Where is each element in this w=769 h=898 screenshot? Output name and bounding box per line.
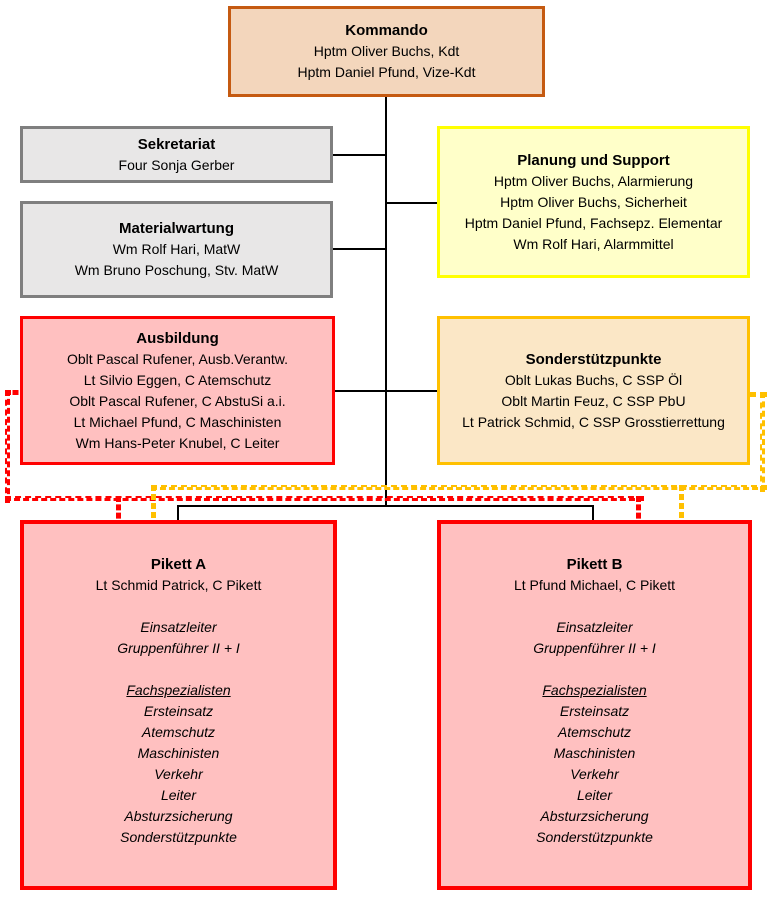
kommando-member: Hptm Daniel Pfund, Vize-Kdt (297, 64, 476, 80)
planung-member: Wm Rolf Hari, Alarmmittel (513, 235, 674, 252)
sonderstuetzpunkte-box: Sonderstützpunkte Oblt Lukas Buchs, C SS… (437, 316, 750, 465)
pikett-b-specialist: Verkehr (570, 766, 619, 782)
pikett-a-specialist: Maschinisten (137, 745, 220, 761)
pikett-a-box: Pikett A Lt Schmid Patrick, C Pikett Ein… (20, 520, 337, 890)
pikett-a-specialist: Verkehr (154, 766, 203, 782)
planung-title: Planung und Support (517, 151, 670, 169)
planung-member: Hptm Oliver Buchs, Sicherheit (500, 193, 687, 210)
pikett-b-role: Gruppenführer II + I (533, 640, 656, 656)
ausbildung-title: Ausbildung (136, 329, 219, 347)
pikett-b-specialist: Atemschutz (557, 724, 632, 740)
ausbildung-member: Oblt Pascal Rufener, Ausb.Verantw. (66, 350, 289, 367)
connector-ausbildung-sonderstuetzpunkte (334, 390, 437, 392)
pikett-b-specialist: Leiter (576, 787, 613, 803)
pikett-a-specialist: Absturzsicherung (124, 808, 233, 824)
ausbildung-member: Wm Hans-Peter Knubel, C Leiter (75, 434, 280, 451)
pikett-b-specialist: Ersteinsatz (559, 703, 630, 719)
connector-pikett-a-stub (177, 505, 179, 521)
connector-pikett-b-stub (592, 505, 594, 521)
ausbildung-member: Lt Michael Pfund, C Maschinisten (73, 413, 282, 430)
pikett-a-role: Gruppenführer II + I (117, 640, 240, 656)
pikett-a-specialist: Ersteinsatz (143, 703, 214, 719)
planung-member: Hptm Oliver Buchs, Alarmierung (493, 172, 694, 189)
connector-dashed-gold-out (750, 392, 767, 397)
connector-materialwartung (332, 248, 386, 250)
sekretariat-member: Four Sonja Gerber (118, 156, 235, 173)
connector-planung (385, 202, 437, 204)
pikett-b-specialist: Sonderstützpunkte (536, 829, 653, 845)
sekretariat-box: Sekretariat Four Sonja Gerber (20, 126, 333, 183)
kommando-title: Kommando (345, 22, 428, 39)
ausbildung-box: Ausbildung Oblt Pascal Rufener, Ausb.Ver… (20, 316, 335, 465)
pikett-b-specialist: Absturzsicherung (540, 808, 649, 824)
connector-pikett-horizontal (177, 505, 594, 507)
planung-member: Hptm Daniel Pfund, Fachsepz. Elementar (464, 214, 723, 231)
connector-dashed-red-across (5, 496, 644, 501)
kommando-member: Hptm Oliver Buchs, Kdt (313, 43, 460, 59)
materialwartung-box: Materialwartung Wm Rolf Hari, MatW Wm Br… (20, 201, 333, 298)
sekretariat-title: Sekretariat (137, 135, 216, 153)
sonderstuetzpunkte-member: Oblt Martin Feuz, C SSP PbU (501, 392, 686, 409)
kommando-box: Kommando Hptm Oliver Buchs, Kdt Hptm Dan… (228, 6, 545, 97)
pikett-a-specialists-heading: Fachspezialisten (126, 682, 231, 698)
planung-box: Planung und Support Hptm Oliver Buchs, A… (437, 126, 750, 278)
pikett-a-title: Pikett A (150, 556, 207, 573)
pikett-a-role: Einsatzleiter (140, 619, 217, 635)
pikett-a-specialist: Sonderstützpunkte (120, 829, 237, 845)
sonderstuetzpunkte-member: Lt Patrick Schmid, C SSP Grosstierrettun… (462, 413, 725, 430)
materialwartung-member: Wm Rolf Hari, MatW (112, 241, 241, 257)
ausbildung-member: Oblt Pascal Rufener, C AbstuSi a.i. (69, 392, 286, 409)
pikett-a-specialist: Atemschutz (141, 724, 216, 740)
pikett-b-role: Einsatzleiter (556, 619, 633, 635)
sonderstuetzpunkte-title: Sonderstützpunkte (525, 350, 662, 368)
materialwartung-member: Wm Bruno Poschung, Stv. MatW (74, 262, 279, 278)
connector-trunk (385, 97, 387, 506)
sonderstuetzpunkte-member: Oblt Lukas Buchs, C SSP Öl (504, 371, 683, 388)
connector-dashed-gold-down (760, 392, 765, 492)
ausbildung-member: Lt Silvio Eggen, C Atemschutz (83, 371, 272, 388)
connector-dashed-gold-across (151, 485, 767, 490)
pikett-b-specialist: Maschinisten (553, 745, 636, 761)
pikett-b-leader: Lt Pfund Michael, C Pikett (513, 577, 676, 593)
connector-sekretariat (332, 154, 386, 156)
pikett-b-title: Pikett B (566, 556, 623, 573)
pikett-b-specialists-heading: Fachspezialisten (542, 682, 647, 698)
pikett-a-leader: Lt Schmid Patrick, C Pikett (95, 577, 262, 593)
pikett-a-specialist: Leiter (160, 787, 197, 803)
pikett-b-box: Pikett B Lt Pfund Michael, C Pikett Eins… (437, 520, 752, 890)
connector-dashed-red-down (5, 390, 10, 503)
materialwartung-title: Materialwartung (118, 220, 235, 237)
